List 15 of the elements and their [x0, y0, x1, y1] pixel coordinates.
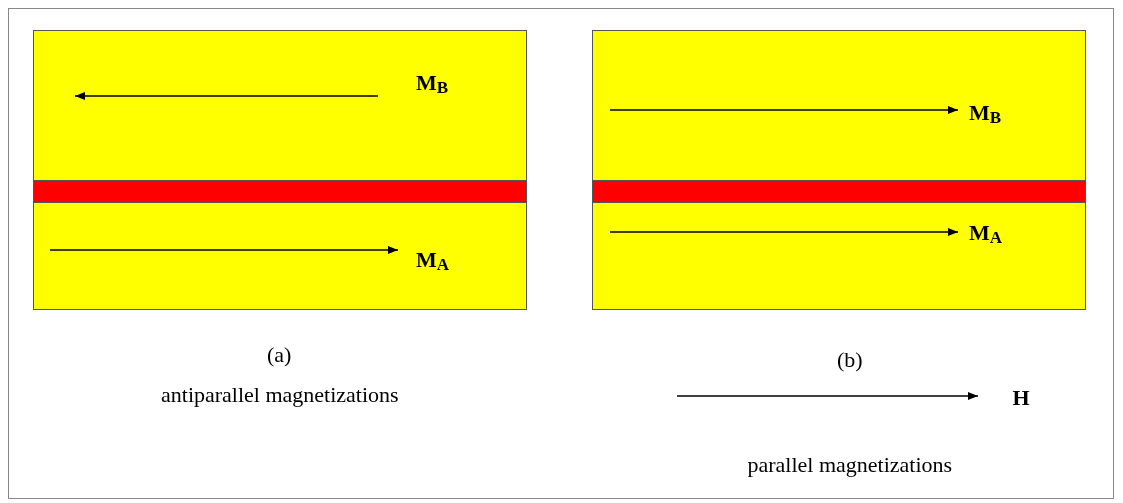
magnetic-layer: [33, 202, 527, 310]
magnetization-label: M$_{B}$: [969, 101, 1002, 129]
field-label: H: [1012, 386, 1030, 410]
magnetization-label: M$_{B}$: [416, 71, 449, 99]
panel-label: (a): [267, 343, 292, 367]
spacer-layer: [592, 180, 1086, 203]
magnetic-layer: [33, 30, 527, 181]
magnetic-layer: [592, 202, 1086, 310]
panel-label: (b): [837, 348, 863, 372]
magnetization-label: M$_{A}$: [416, 248, 450, 276]
caption-text: antiparallel magnetizations: [161, 383, 399, 407]
caption-text: parallel magnetizations: [747, 453, 953, 477]
magnetization-label: M$_{A}$: [969, 221, 1003, 249]
spacer-layer: [33, 180, 527, 203]
magnetic-layer: [592, 30, 1086, 181]
